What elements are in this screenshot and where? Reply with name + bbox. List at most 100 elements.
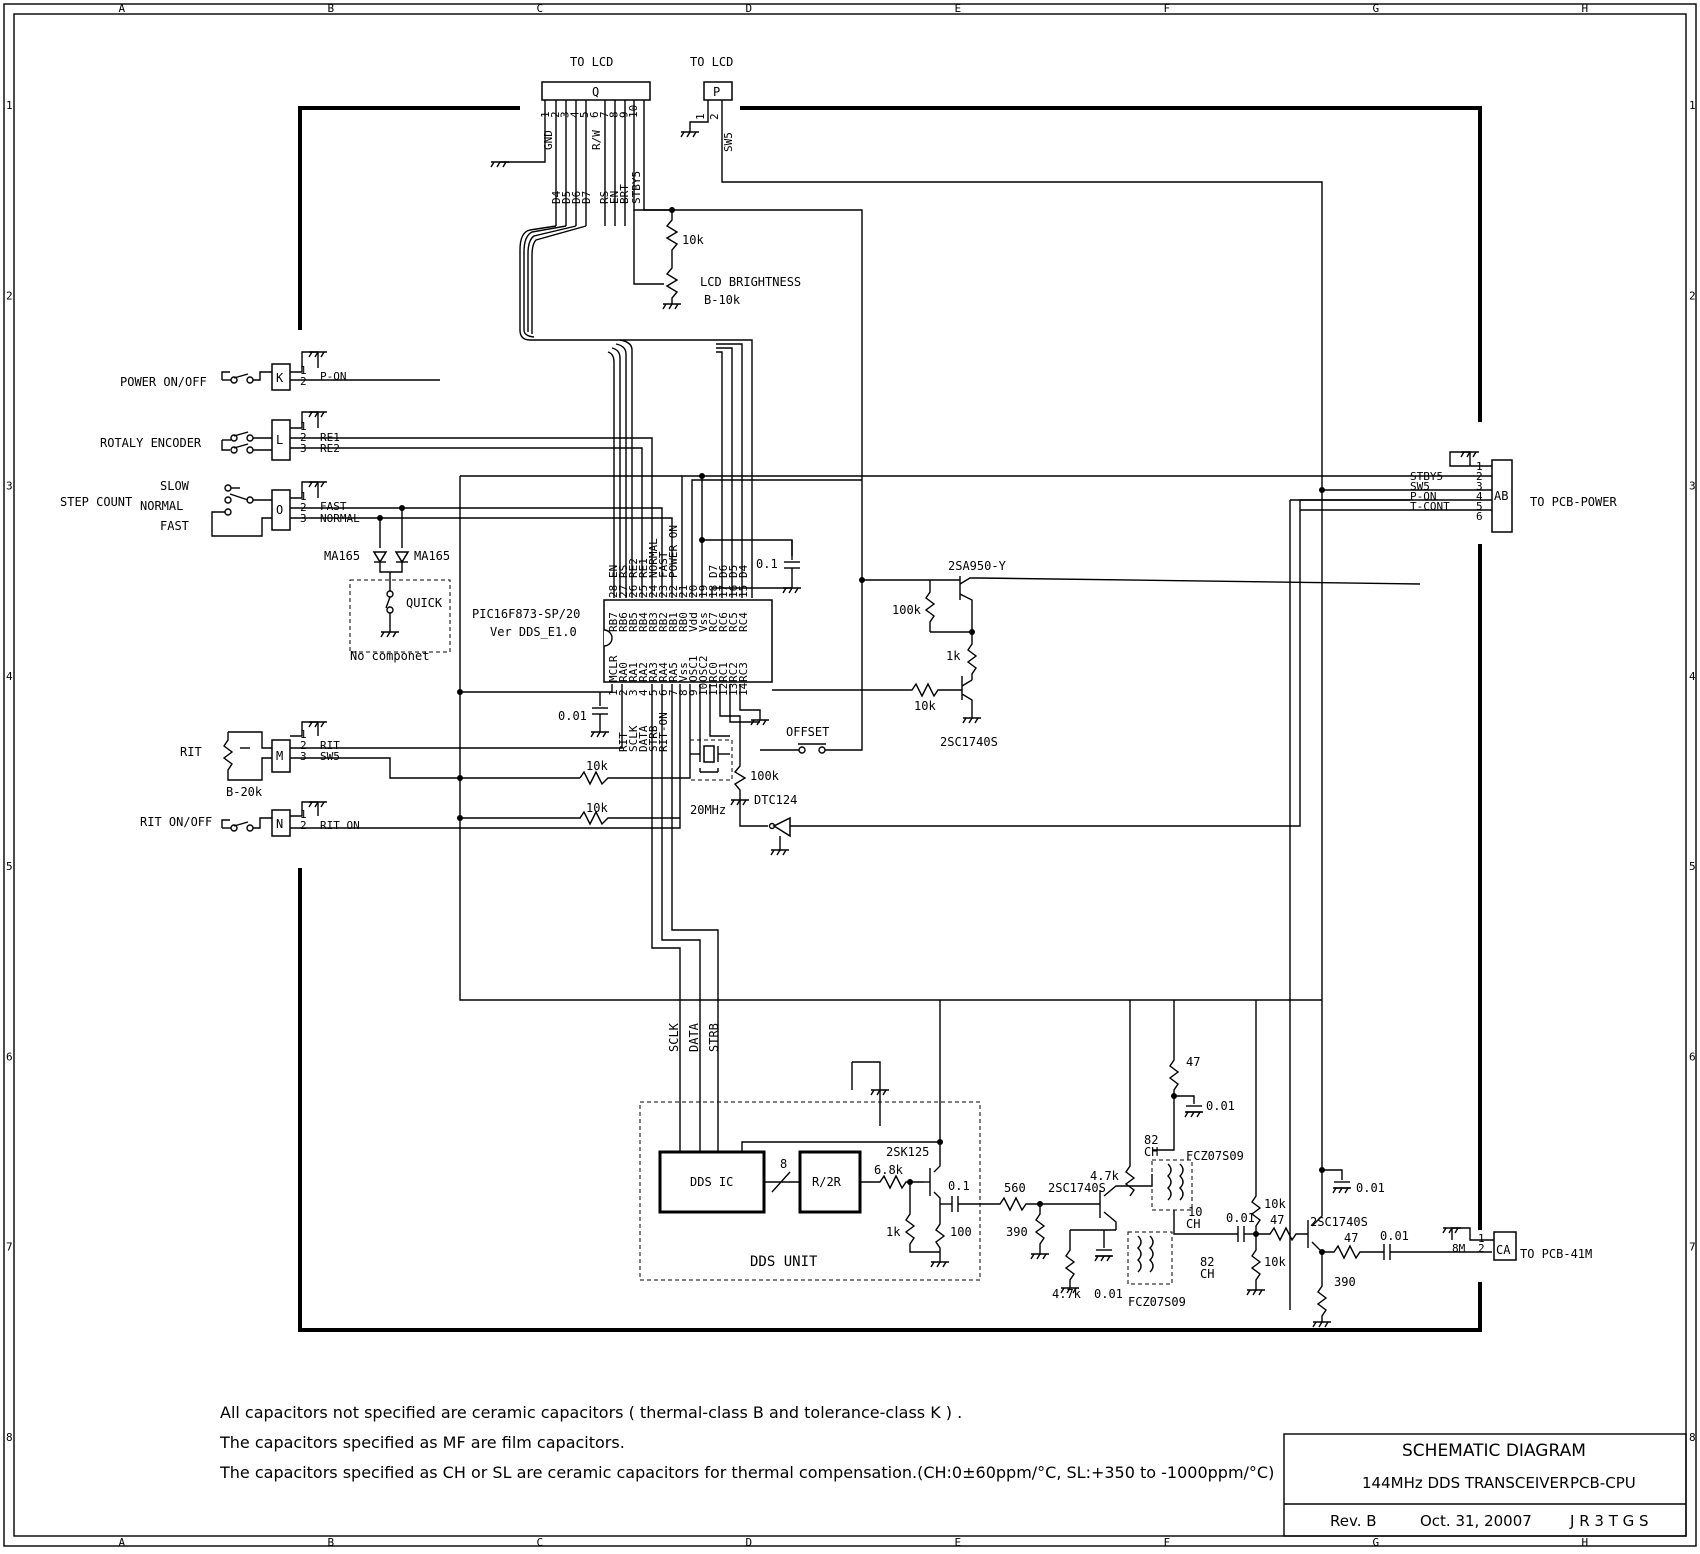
osc-resistor-value: 100k bbox=[750, 769, 780, 783]
switch-fast-label: FAST bbox=[160, 519, 189, 533]
mcu-signal-top-18: D7 bbox=[707, 565, 720, 578]
bus-rs: RS bbox=[598, 191, 611, 204]
grid-col-bottom-F: F bbox=[1164, 1536, 1171, 1549]
connector-k-letter: K bbox=[276, 371, 284, 385]
diode-2-label: MA165 bbox=[414, 549, 450, 563]
connector-n: RIT ON/OFF N 1 2 RIT ON 10k bbox=[140, 684, 681, 837]
grid-col-bottom-A: A bbox=[119, 1536, 126, 1549]
connector-m: RIT M 1 2 3 RIT SW5 B-20k 10k bbox=[180, 684, 691, 799]
rit-on-resistor-value: 10k bbox=[586, 801, 608, 815]
rf-cap-001-top: 0.01 bbox=[1206, 1099, 1235, 1113]
connector-p-pin1: 1 bbox=[694, 113, 707, 120]
ground-icon bbox=[1332, 1187, 1351, 1194]
rf-transistor-2-label: 2SC1740S bbox=[1310, 1215, 1368, 1229]
data-label: DATA bbox=[687, 1022, 701, 1052]
ift-1-label: FCZ07S09 bbox=[1186, 1149, 1244, 1163]
fet-label: 2SK125 bbox=[886, 1145, 929, 1159]
ground-icon bbox=[1246, 1289, 1265, 1296]
ground-icon bbox=[490, 161, 509, 168]
ground-icon bbox=[1030, 1253, 1049, 1260]
ground-icon bbox=[770, 849, 789, 856]
mcu-signal-top-23: FAST bbox=[657, 551, 670, 578]
connector-q-pin-8: 8 bbox=[608, 111, 621, 118]
ground-icon bbox=[750, 719, 769, 726]
svg-text:1: 1 bbox=[300, 808, 307, 821]
grid-col-bottom-B: B bbox=[328, 1536, 335, 1549]
rit-label: RIT bbox=[180, 745, 202, 759]
mcu-pin-2: 2 bbox=[617, 689, 630, 696]
ab-signal-tcont: T-CONT bbox=[1410, 500, 1450, 513]
ground-icon bbox=[1460, 451, 1479, 458]
connector-q-letter: Q bbox=[592, 85, 599, 99]
connector-q-pin-9: 9 bbox=[617, 111, 630, 118]
connector-k-signal: P-ON bbox=[320, 370, 347, 383]
connector-o-letter: O bbox=[276, 503, 283, 517]
pnp-bias-resistor: 100k bbox=[892, 603, 922, 617]
mcu-signal-top-15: D4 bbox=[737, 564, 750, 578]
quick-switch-box bbox=[349, 579, 451, 653]
mcu-bottom-pins: 1MCLR2RA0RIT3RA1SCLK4RA2DATA5RA3STRB6RA4… bbox=[607, 655, 750, 752]
ground-icon bbox=[1060, 1287, 1079, 1294]
mcu-pin-name-28: RB7 bbox=[607, 612, 620, 632]
bus-d7: D7 bbox=[580, 191, 593, 204]
mcu-pin-name-22: RB1 bbox=[667, 612, 680, 632]
mcu-pin-name-11: RC0 bbox=[707, 662, 720, 682]
connector-q-signal-rw: R/W bbox=[590, 130, 603, 150]
npn-label: 2SC1740S bbox=[940, 735, 998, 749]
mcu-bus-lines bbox=[530, 339, 753, 598]
title-block-subtitle: 144MHz DDS TRANSCEIVER bbox=[1362, 1474, 1569, 1492]
grid-col-bottom-G: G bbox=[1373, 1536, 1380, 1549]
rf-resistor-390: 390 bbox=[1006, 1225, 1028, 1239]
grid-row-right-2: 2 bbox=[1689, 289, 1696, 302]
title-block: SCHEMATIC DIAGRAM 144MHz DDS TRANSCEIVER… bbox=[1283, 1433, 1687, 1537]
mcu-pin-name-9: OSC1 bbox=[687, 656, 700, 683]
mcu-cap-value: 0.1 bbox=[756, 557, 778, 571]
grid-col-top-G: G bbox=[1373, 2, 1380, 15]
grid-col-bottom-C: C bbox=[537, 1536, 544, 1549]
connector-p-letter: P bbox=[713, 85, 720, 99]
mcu-pin-26: 26 bbox=[627, 585, 640, 598]
mcu-pin-8: 8 bbox=[677, 689, 690, 696]
mcu-signal-top-17: D6 bbox=[717, 565, 730, 578]
mcu-pin-9: 9 bbox=[687, 689, 700, 696]
mcu-pin-name-26: RB5 bbox=[627, 612, 640, 632]
mcu-signal-top-28: EN bbox=[607, 565, 620, 578]
sclk-label: SCLK bbox=[667, 1022, 681, 1052]
bus-d4: D4 bbox=[550, 190, 563, 204]
pnp-label: 2SA950-Y bbox=[948, 559, 1007, 573]
mcu-pin-name-14: RC3 bbox=[737, 662, 750, 682]
connector-q-title: TO LCD bbox=[570, 55, 613, 69]
switch-slow-label: SLOW bbox=[160, 479, 190, 493]
grid-row-right-8: 8 bbox=[1689, 1431, 1696, 1444]
mcu-signal-top-22: POWER ON bbox=[667, 525, 680, 578]
no-component-label: No componet bbox=[350, 649, 429, 663]
rf-transistor-1-label: 2SC1740S bbox=[1048, 1181, 1106, 1195]
grid-col-bottom-D: D bbox=[746, 1536, 753, 1549]
mcu-signal-bottom-2: RIT bbox=[617, 732, 630, 752]
mcu-pin-name-7: RA5 bbox=[667, 662, 680, 682]
ground-icon bbox=[308, 411, 327, 418]
grid-row-left-2: 2 bbox=[6, 289, 13, 302]
connector-ca: CA TO PCB-41M 1 2 8M bbox=[1451, 1227, 1592, 1261]
grid-col-top-H: H bbox=[1582, 2, 1589, 15]
rit-onoff-label: RIT ON/OFF bbox=[140, 815, 212, 829]
outer-border bbox=[3, 3, 1697, 1547]
ground-icon bbox=[962, 717, 981, 724]
oscillator: 20MHz 100k OFFSET DTC124 bbox=[689, 480, 1410, 850]
switch-normal-label: NORMAL bbox=[140, 499, 183, 513]
mcu-pin-name-12: RC1 bbox=[717, 662, 730, 682]
base-resistor: 10k bbox=[914, 699, 936, 713]
connector-ab-pin-3: 3 bbox=[1476, 480, 1483, 493]
grid-row-left-4: 4 bbox=[6, 670, 13, 683]
connector-p: TO LCD P 1 2 SW5 bbox=[689, 55, 1323, 1020]
inner-border bbox=[13, 13, 1687, 1537]
title-block-date: Oct. 31, 20007 bbox=[1420, 1512, 1532, 1530]
ground-icon bbox=[662, 303, 681, 310]
mcu-pin-name-20: Vdd bbox=[687, 612, 700, 632]
lcd-brightness-pot: B-10k bbox=[704, 293, 741, 307]
connector-ab-pin-6: 6 bbox=[1476, 510, 1483, 523]
ground-icon bbox=[380, 631, 399, 638]
mcu-pin-3: 3 bbox=[627, 689, 640, 696]
